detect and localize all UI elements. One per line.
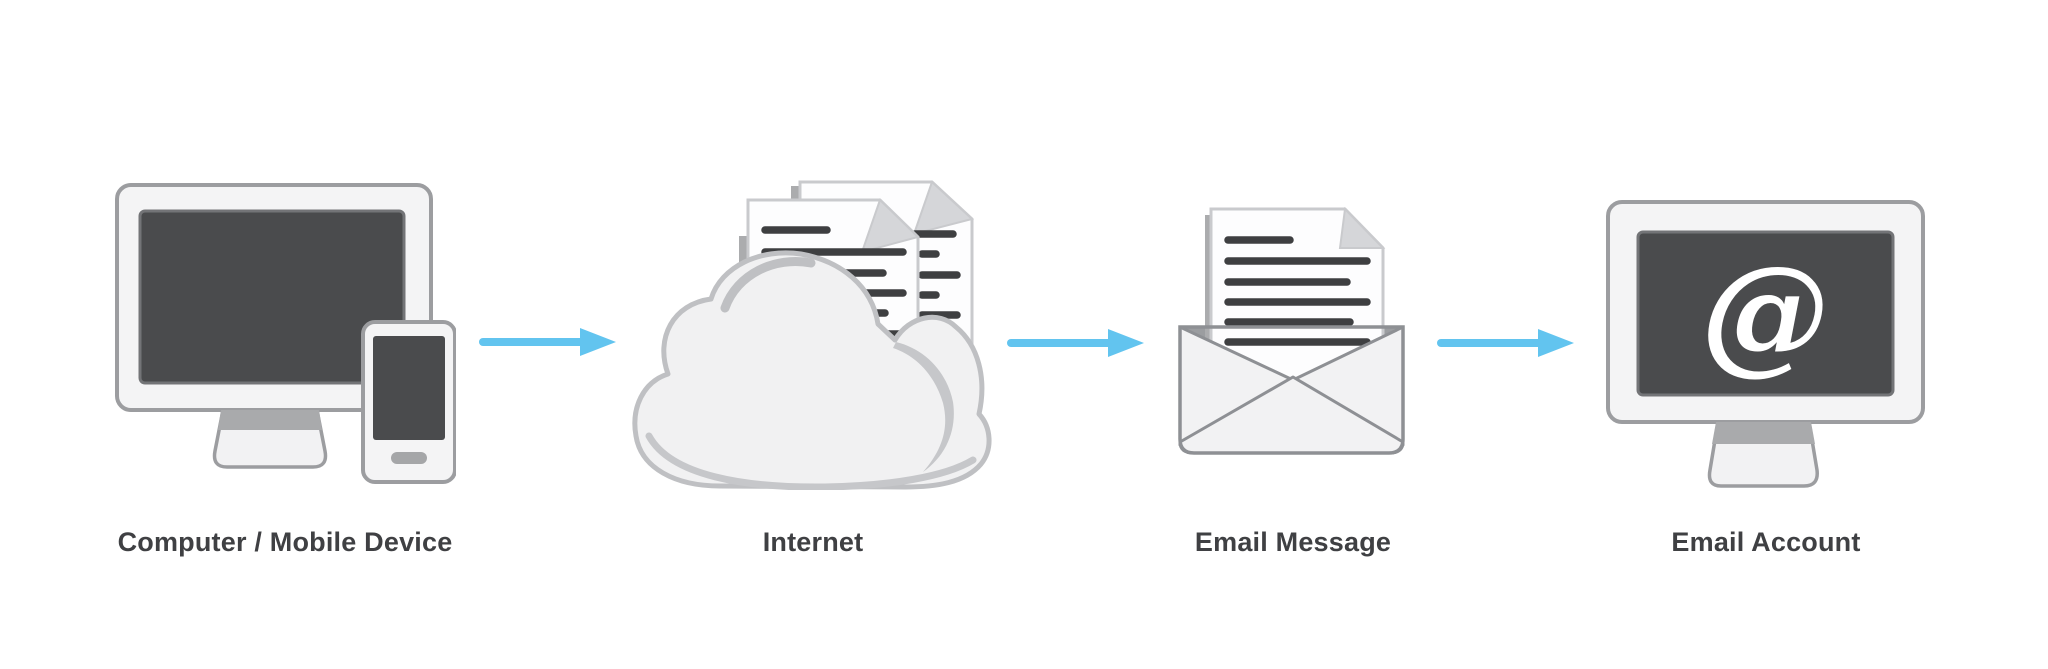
envelope-outline [1178, 325, 1405, 455]
arrow-right-icon [1437, 329, 1574, 357]
letter-fold [1338, 206, 1386, 249]
flow-stage-internet [625, 178, 1000, 490]
stage-label-email-account: Email Account [1671, 527, 1861, 557]
document-back-fold [912, 180, 975, 236]
phone-screen [373, 336, 445, 440]
flow-stage-computer [115, 183, 456, 485]
monitor-screen [1636, 230, 1895, 397]
flow-arrow-2 [1006, 321, 1150, 365]
document-front-fold [860, 198, 920, 254]
letter-lines [1224, 236, 1371, 346]
internet-cloud-icon [632, 180, 992, 490]
cloud-bump-shadow [720, 257, 816, 313]
email-account-icon: @ [1606, 200, 1925, 488]
computer-mobile-icon [115, 183, 456, 484]
phone-home-button [391, 452, 427, 464]
flow-arrow-3 [1436, 321, 1580, 365]
monitor-stand-shadow [1712, 422, 1815, 444]
arrow-right-icon [479, 328, 616, 356]
cloud-curl-shadow [893, 342, 954, 472]
stage-label-computer: Computer / Mobile Device [117, 527, 453, 557]
email-message-icon [1178, 206, 1405, 455]
monitor-stand-shadow [218, 410, 322, 430]
flow-stage-email-message [1178, 205, 1405, 455]
flow-arrow-1 [478, 320, 622, 364]
flow-stage-email-account: @ [1606, 200, 1925, 490]
monitor-screen [138, 209, 406, 385]
arrow-right-icon [1007, 329, 1144, 357]
stage-label-internet: Internet [762, 527, 864, 557]
cloud-bottom-shadow [645, 432, 977, 490]
document-back-lines [911, 230, 961, 319]
at-symbol: @ [1701, 238, 1829, 388]
stage-label-email-message: Email Message [1194, 527, 1392, 557]
